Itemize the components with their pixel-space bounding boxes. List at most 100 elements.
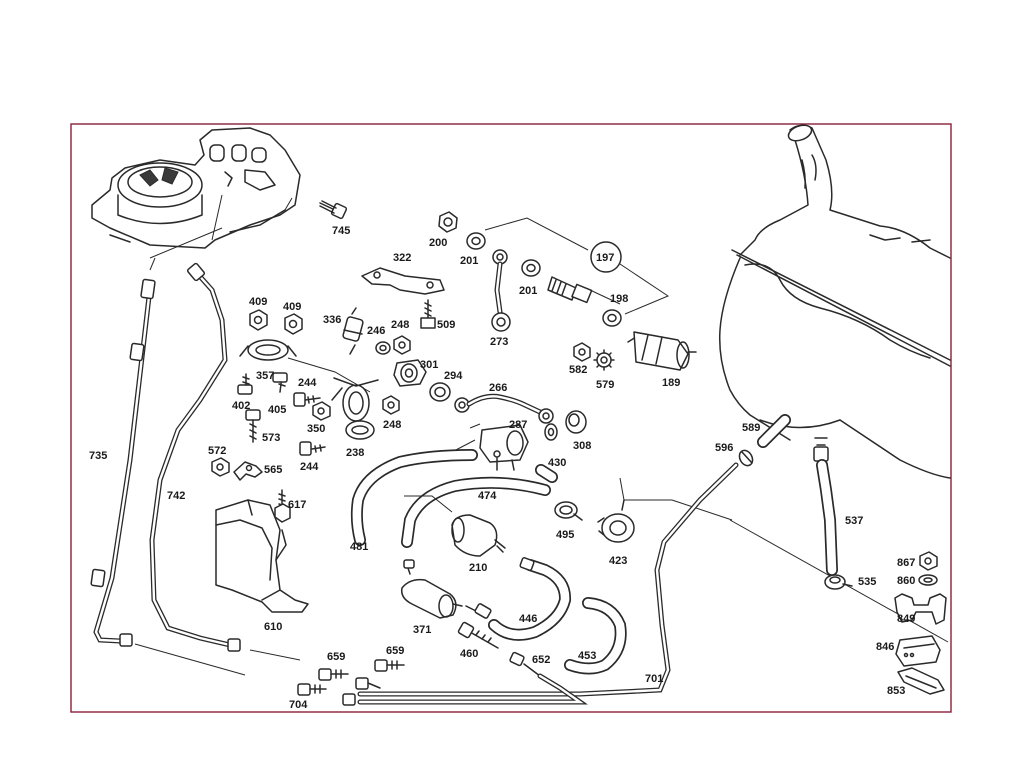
callout-860: 860 xyxy=(897,575,915,587)
callout-617: 617 xyxy=(288,499,306,511)
callout-244-upper: 244 xyxy=(298,377,317,389)
part-402-bolt: 402 xyxy=(232,373,253,412)
part-565-clip: 565 xyxy=(233,461,282,481)
callout-248-lower: 248 xyxy=(383,419,401,431)
callout-210: 210 xyxy=(469,562,487,574)
callout-596: 596 xyxy=(715,442,733,454)
part-336-filter: 336 xyxy=(323,307,364,355)
callout-266: 266 xyxy=(489,382,507,394)
part-405-bolt: 405 xyxy=(268,372,288,416)
callout-535: 535 xyxy=(858,576,876,588)
callout-704: 704 xyxy=(289,699,308,711)
part-198-seal-ring: 198 xyxy=(602,293,628,327)
part-430-sleeve: 430 xyxy=(535,457,566,483)
part-537-filler-hose: 537 xyxy=(813,437,863,576)
part-745-bolt: 745 xyxy=(319,200,350,237)
callout-509: 509 xyxy=(437,319,455,331)
leader-200-197 xyxy=(484,217,589,251)
part-652-fitting: 652 xyxy=(509,651,550,677)
callout-200: 200 xyxy=(429,237,447,249)
callout-565: 565 xyxy=(264,464,282,476)
part-853-plate: 853 xyxy=(887,667,945,697)
part-659-fitting-left: 659 xyxy=(318,651,349,681)
callout-201-left: 201 xyxy=(460,255,478,267)
callout-248-upper: 248 xyxy=(391,319,409,331)
part-201-washer-left: 201 xyxy=(460,232,486,267)
part-294-seal-ring: 294 xyxy=(429,370,463,402)
part-617-screw: 617 xyxy=(274,489,306,523)
callout-573: 573 xyxy=(262,432,280,444)
callout-582: 582 xyxy=(569,364,587,376)
callout-244-lower: 244 xyxy=(300,461,319,473)
part-495-hose-clamp: 495 xyxy=(554,501,583,541)
callout-201-right: 201 xyxy=(519,285,537,297)
part-453-hose: 453 xyxy=(564,597,627,675)
part-610-bracket: 610 xyxy=(215,499,309,633)
part-371-accumulator: 371 xyxy=(400,559,463,636)
part-860-washer: 860 xyxy=(897,574,938,587)
part-423-clamp-holder: 423 xyxy=(597,499,635,567)
callout-336: 336 xyxy=(323,314,341,326)
part-350-nut: 350 xyxy=(307,401,331,435)
callout-409-right: 409 xyxy=(283,301,301,313)
callout-189: 189 xyxy=(662,377,680,389)
callout-579: 579 xyxy=(596,379,614,391)
part-308-cap: 308 xyxy=(544,410,591,452)
part-409-nut-left: 409 xyxy=(249,296,268,331)
part-535-hose-clamp: 535 xyxy=(824,574,876,590)
part-244-bolt-upper: 244 xyxy=(293,377,321,407)
callout-308: 308 xyxy=(573,440,591,452)
callout-197: 197 xyxy=(596,252,614,264)
callout-846: 846 xyxy=(876,641,894,653)
part-589-hose-piece: 589 xyxy=(742,414,791,448)
callout-701: 701 xyxy=(645,673,663,685)
callout-460: 460 xyxy=(460,648,478,660)
part-409-nut-right: 409 xyxy=(283,301,303,335)
callout-322: 322 xyxy=(393,252,411,264)
callout-735: 735 xyxy=(89,450,107,462)
part-189-fuel-pump: 189 xyxy=(627,331,697,389)
part-659-fitting-right: 659 xyxy=(374,645,405,672)
part-742-fuel-line: 742 xyxy=(149,257,241,652)
callout-572: 572 xyxy=(208,445,226,457)
mixture-regulator-housing xyxy=(91,127,301,259)
part-200-nut: 200 xyxy=(429,211,458,249)
callout-867: 867 xyxy=(897,557,915,569)
callout-446: 446 xyxy=(519,613,537,625)
part-273-banjo-line: 273 xyxy=(490,249,511,348)
part-248-nut-lower: 248 xyxy=(382,395,401,431)
callout-474: 474 xyxy=(478,490,497,502)
callout-430: 430 xyxy=(548,457,566,469)
callout-405: 405 xyxy=(268,404,286,416)
callout-589: 589 xyxy=(742,422,760,434)
callout-453: 453 xyxy=(578,650,596,662)
part-244-bolt-lower: 244 xyxy=(299,441,326,473)
part-481-hose: 481 xyxy=(350,449,478,553)
callout-659-left: 659 xyxy=(327,651,345,663)
callout-198: 198 xyxy=(610,293,628,305)
part-287-damper: 287 xyxy=(451,419,529,471)
callout-287: 287 xyxy=(509,419,527,431)
part-509-screw: 509 xyxy=(420,299,455,331)
callout-350: 350 xyxy=(307,423,325,435)
callout-423: 423 xyxy=(609,555,627,567)
callout-481: 481 xyxy=(350,541,368,553)
callout-742: 742 xyxy=(167,490,185,502)
part-fuel-valve-fitting xyxy=(547,276,593,304)
callout-409-left: 409 xyxy=(249,296,267,308)
part-248-nut-upper: 248 xyxy=(391,319,411,355)
part-460-fitting: 460 xyxy=(457,621,499,660)
part-301-check-valve: 301 xyxy=(393,359,438,387)
callout-294: 294 xyxy=(444,370,463,382)
part-572-nut: 572 xyxy=(208,445,230,477)
part-197-assembly-label: 197 xyxy=(589,241,670,315)
callout-238: 238 xyxy=(346,447,364,459)
callout-537: 537 xyxy=(845,515,863,527)
part-579-lock-washer: 579 xyxy=(593,349,615,391)
part-596-clip: 596 xyxy=(715,442,754,467)
part-846-sensor-block: 846 xyxy=(876,635,941,667)
callout-273: 273 xyxy=(490,336,508,348)
callout-849: 849 xyxy=(897,613,915,625)
part-704-fitting: 704 xyxy=(289,683,327,711)
